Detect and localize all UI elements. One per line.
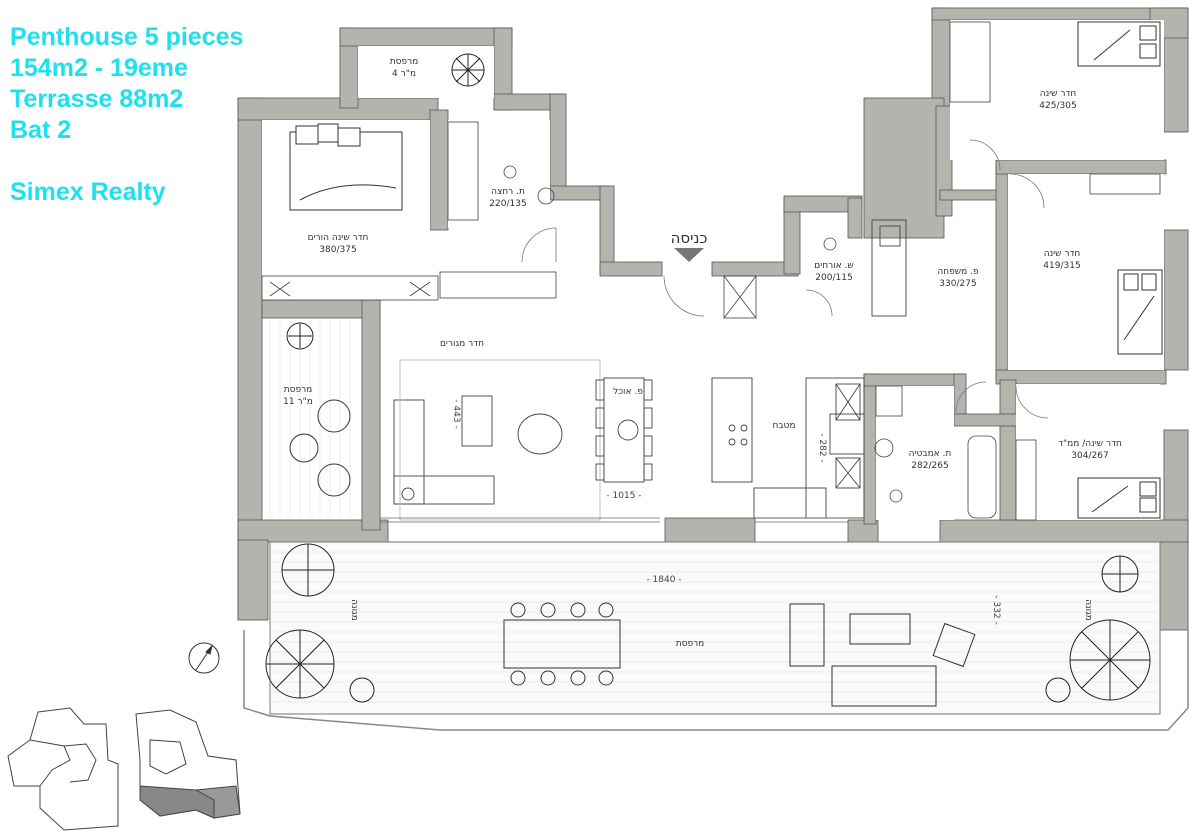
guest-wc-label: ש. אורחים: [814, 261, 854, 271]
living-room-label: חדר מגורים: [440, 339, 484, 349]
living-depth-dimension: - 443 -: [451, 399, 461, 428]
dining-table-icon: [595, 377, 653, 483]
bathroom-fixtures: [447, 121, 997, 519]
family-area-label: פ. משפחה: [937, 267, 979, 277]
kitchen-label: מטבח: [772, 421, 795, 431]
listing-building: Bat 2: [10, 116, 72, 144]
dining-label: פ. אוכל: [613, 387, 643, 397]
door-swings: [521, 139, 1049, 419]
terrace-depth-dimension: - 332 -: [991, 595, 1001, 624]
living-furniture-icons: [393, 359, 601, 521]
outer-walls: [237, 7, 1189, 631]
small-terrace-label: מרפסת: [390, 57, 419, 67]
small-terrace-size: 4 מ"ר: [392, 69, 416, 79]
wardrobe-icons: [261, 21, 1161, 521]
kitchen-counter-icons: [711, 377, 865, 519]
entrance-arrow-icon: [674, 248, 704, 262]
big-terrace-label: מרפסת: [676, 639, 705, 649]
living-width-dimension: - 1015 -: [606, 491, 641, 501]
bedroom-2-label: חדר שינה: [1044, 249, 1081, 259]
bedroom-3-bed-icon: [1077, 477, 1161, 519]
master-bedroom-label: חדר שינה הורים: [308, 233, 369, 243]
kitchen-depth-dimension: - 282 -: [817, 433, 827, 462]
terrace-width-dimension: - 1840 -: [646, 575, 681, 585]
bedroom-1-size: 425/305: [1039, 101, 1076, 111]
side-terrace-furniture-icon: [289, 399, 351, 497]
bedroom-3-size: 304/267: [1071, 451, 1108, 461]
side-terrace-decking: [269, 320, 351, 518]
listing-info: Penthouse 5 pieces 154m2 - 19eme Terrass…: [10, 22, 243, 208]
windows: [379, 318, 848, 523]
master-bed-icon: [289, 123, 403, 211]
family-sofa-icon: [871, 219, 907, 317]
bathroom-label: ת. אמבטיה: [909, 449, 952, 459]
master-bath-label: ת. רחצה: [491, 187, 525, 197]
entrance-label: כניסה: [671, 229, 708, 247]
side-terrace-size: 11 מ"ר: [283, 397, 313, 407]
terrace-decking: [269, 541, 1161, 715]
bedroom-2-size: 419/315: [1043, 261, 1080, 271]
bathroom-size: 282/265: [911, 461, 948, 471]
listing-terrace-area: Terrasse 88m2: [10, 85, 184, 113]
bedroom-3-label: חדר שינה/ ממ"ד: [1058, 439, 1122, 449]
family-area-size: 330/275: [939, 279, 976, 289]
agency-name: Simex Realty: [10, 178, 166, 206]
key-plan-right-icon: [135, 709, 241, 819]
planter-right-label: מגונה: [1083, 599, 1093, 621]
guest-wc-size: 200/115: [815, 273, 852, 283]
plant-icons: [265, 53, 1151, 703]
master-bath-size: 220/135: [489, 199, 526, 209]
listing-area: 154m2 - 19eme: [10, 54, 188, 82]
listing-title: Penthouse 5 pieces: [10, 23, 244, 51]
terrace-lounge-icon: [789, 603, 976, 707]
terrace-balustrade: [243, 630, 1189, 731]
bedroom-1-bed-icon: [1077, 21, 1161, 67]
planter-left-label: מגונה: [349, 599, 359, 621]
side-terrace-label: מרפסת: [284, 385, 313, 395]
bedroom-2-bed-icon: [1117, 269, 1163, 355]
bedroom-1-label: חדר שינה: [1040, 89, 1077, 99]
terrace-dining-icon: [503, 602, 621, 686]
compass-icon: [188, 642, 220, 674]
key-plan-left-icon: [7, 707, 119, 831]
master-bedroom-size: 380/375: [319, 245, 356, 255]
